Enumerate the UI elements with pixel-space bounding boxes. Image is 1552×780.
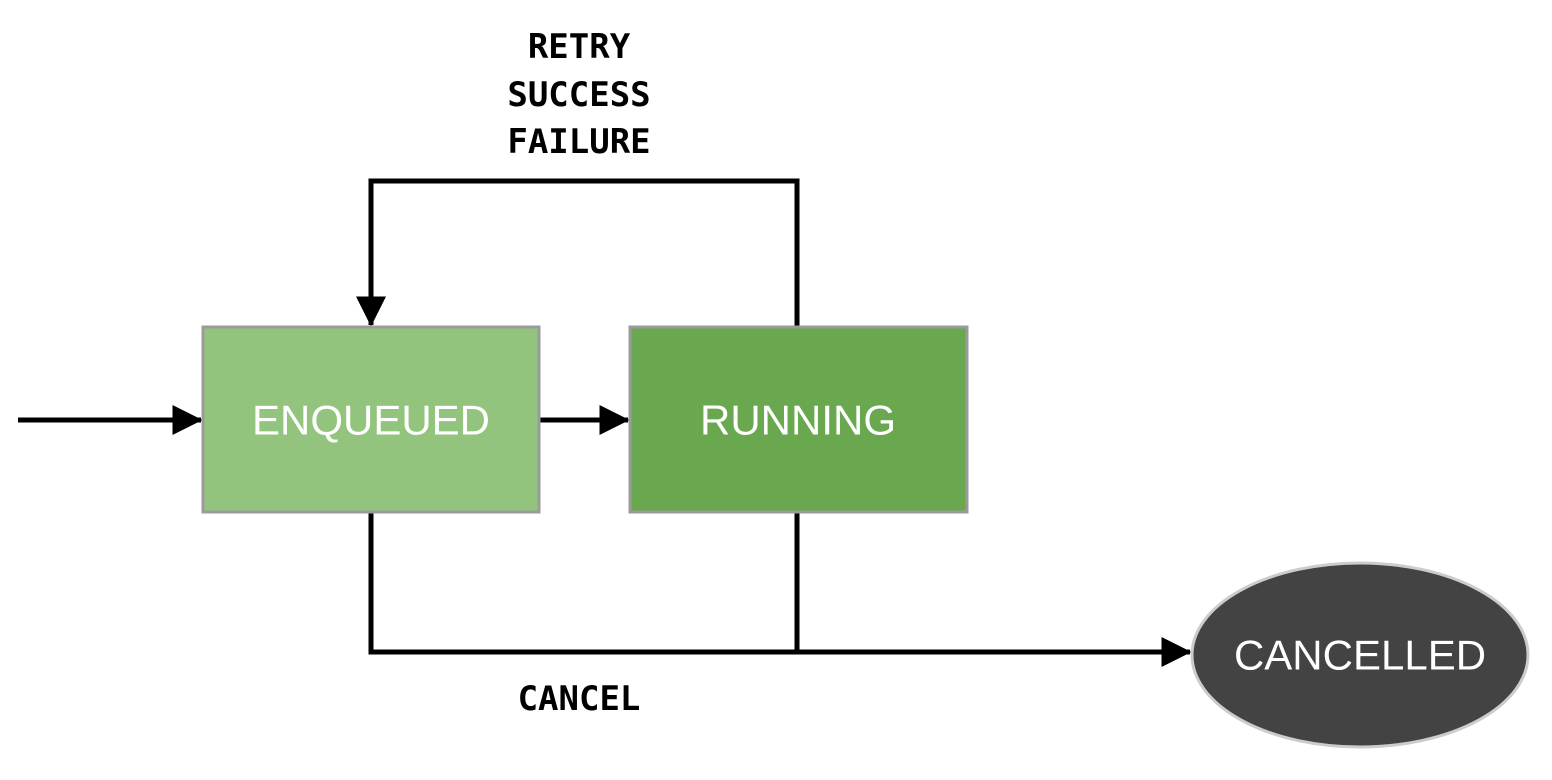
node-running-label: RUNNING — [700, 397, 896, 444]
node-cancelled — [1190, 561, 1530, 749]
edge-label-failure: FAILURE — [507, 122, 650, 162]
edge-label-retry: RETRY — [528, 27, 631, 67]
edge-running-to-enqueued-loop — [356, 178, 800, 328]
node-enqueued-label: ENQUEUED — [252, 397, 490, 444]
node-enqueued — [201, 325, 541, 514]
node-cancelled-label: CANCELLED — [1234, 632, 1486, 679]
edge-label-success: SUCCESS — [507, 75, 650, 115]
edge-label-cancel: CANCEL — [518, 679, 641, 719]
node-running — [628, 325, 969, 514]
edge-cancel — [368, 512, 1192, 667]
